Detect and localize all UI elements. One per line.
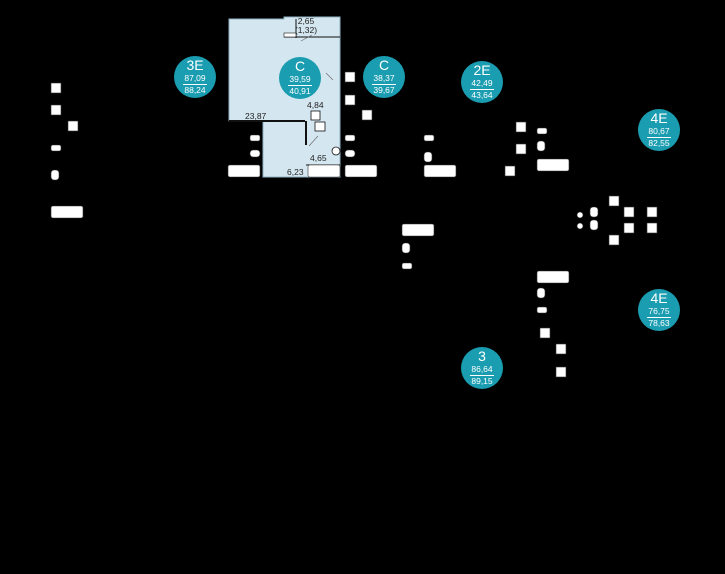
unit-area-total: 88,24 xyxy=(184,85,206,96)
unit-area: 39,59 xyxy=(288,74,312,87)
fixture-square xyxy=(50,104,62,116)
unit-badge-3e-left[interactable]: 3E 87,09 88,24 xyxy=(174,56,216,98)
unit-type: 4E xyxy=(650,290,668,307)
unit-badge-3[interactable]: 3 86,64 89,15 xyxy=(461,347,503,389)
unit-badge-c-highlighted[interactable]: C 39,59 40,91 xyxy=(279,57,321,99)
fixture-square xyxy=(623,206,635,218)
hall-area-label: 4,65 xyxy=(310,153,327,163)
unit-area: 87,09 xyxy=(183,73,207,86)
fixture-square xyxy=(623,222,635,234)
unit-area-total: 43,64 xyxy=(471,90,493,101)
fixture-bathtub xyxy=(536,158,570,172)
balcony-area-reduced-label: (1,32) xyxy=(294,25,318,35)
fixture-square xyxy=(361,109,373,121)
bath-cabinet xyxy=(314,121,326,132)
living-area-label: 23,87 xyxy=(245,111,267,121)
fixture-sink xyxy=(344,149,356,158)
fixture-square xyxy=(608,195,620,207)
fixture-square xyxy=(608,234,620,246)
fixture-round xyxy=(576,211,584,219)
fixture-bathtub xyxy=(536,270,570,284)
fixture-square xyxy=(504,165,516,177)
unit-type: 4E xyxy=(650,110,668,127)
unit-area-total: 40,91 xyxy=(289,86,311,97)
fixture-toilet xyxy=(50,169,60,181)
unit-badge-c-neighbor[interactable]: C 38,37 39,67 xyxy=(363,56,405,98)
unit-area: 80,67 xyxy=(647,126,671,139)
door-swing xyxy=(300,34,313,42)
unit-area: 86,64 xyxy=(470,364,494,377)
unit-type: 2E xyxy=(473,62,491,79)
fixture-sink xyxy=(423,134,435,142)
fixture-bathtub xyxy=(344,164,378,178)
toilet-box xyxy=(310,110,321,121)
unit-badge-4e-bottom[interactable]: 4E 76,75 78,63 xyxy=(638,289,680,331)
bathroom-area-label: 4,84 xyxy=(307,100,324,110)
unit-type: 3E xyxy=(186,57,204,74)
fixture-square xyxy=(555,343,567,355)
sink-icon xyxy=(331,146,341,156)
fixture-square xyxy=(344,94,356,106)
fixture-bathtub xyxy=(50,205,84,219)
fixture-square xyxy=(515,121,527,133)
unit-badge-2e[interactable]: 2E 42,49 43,64 xyxy=(461,61,503,103)
unit-area: 76,75 xyxy=(647,306,671,319)
kitchen-area-label: 6,23 xyxy=(287,167,304,177)
fixture-bathtub xyxy=(401,223,435,237)
door-swing-bath xyxy=(325,72,334,81)
fixture-square xyxy=(646,206,658,218)
fixture-toilet xyxy=(589,206,599,218)
unit-type: C xyxy=(294,58,306,75)
fixture-square xyxy=(344,71,356,83)
unit-area-total: 39,67 xyxy=(373,85,395,96)
fixture-square xyxy=(646,222,658,234)
door-swing-hall xyxy=(308,135,319,147)
window xyxy=(283,32,297,38)
fixture-sink xyxy=(401,262,413,270)
unit-area: 38,37 xyxy=(372,73,396,86)
fixture-square xyxy=(515,143,527,155)
fixture-toilet xyxy=(536,287,546,299)
unit-badge-4e-top[interactable]: 4E 80,67 82,55 xyxy=(638,109,680,151)
fixture-toilet xyxy=(401,242,411,254)
fixture-sink xyxy=(344,134,356,142)
fixture-sink xyxy=(249,134,261,142)
fixture-sink xyxy=(536,306,548,314)
fixture-square xyxy=(539,327,551,339)
fixture-sink xyxy=(536,127,548,135)
fixture-bathtub xyxy=(423,164,457,178)
unit-area: 42,49 xyxy=(470,78,494,91)
fixture-square xyxy=(67,120,79,132)
unit-area-total: 89,15 xyxy=(471,376,493,387)
fixture-sink xyxy=(50,144,62,152)
fixture-toilet xyxy=(423,151,433,163)
fixture-square xyxy=(50,82,62,94)
fixture-toilet xyxy=(536,140,546,152)
fixture-bathtub xyxy=(227,164,261,178)
fixture-set xyxy=(50,71,658,378)
fixture-round xyxy=(576,222,584,230)
fixture-bathtub xyxy=(307,164,341,178)
fixture-sink xyxy=(249,149,261,158)
balcony-area-label: 2,65 xyxy=(297,16,315,26)
fixture-square xyxy=(555,366,567,378)
unit-type: 3 xyxy=(478,348,486,365)
unit-type: C xyxy=(378,57,390,74)
unit-area-total: 78,63 xyxy=(648,318,670,329)
fixture-toilet xyxy=(589,219,599,231)
unit-area-total: 82,55 xyxy=(648,138,670,149)
